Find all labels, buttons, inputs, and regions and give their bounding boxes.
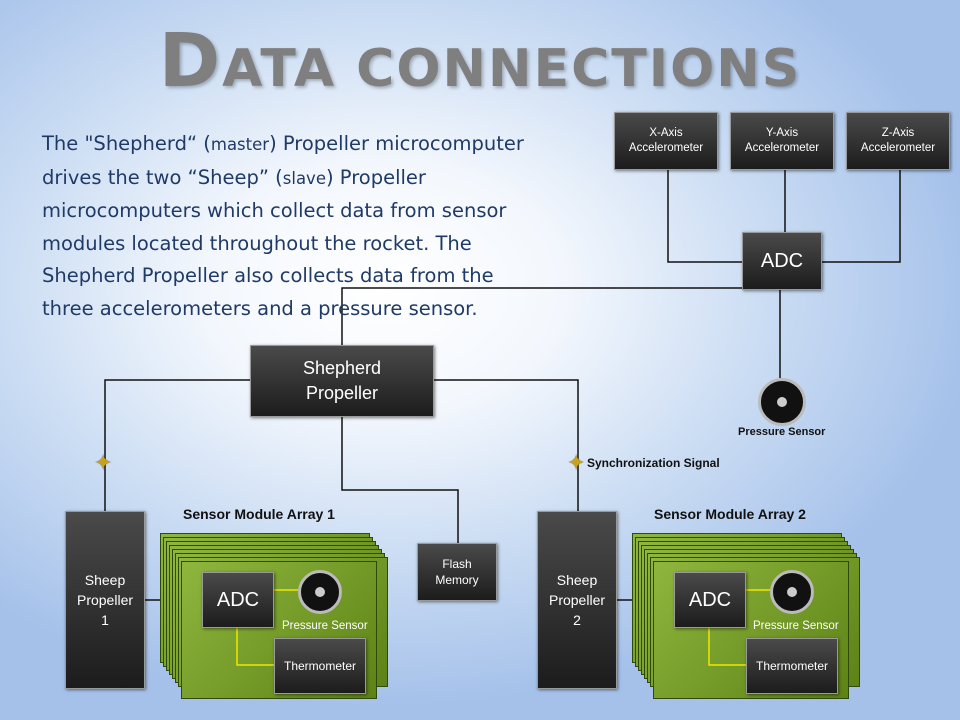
- array-1-pressure-sensor-label: Pressure Sensor: [282, 620, 368, 632]
- array-1-title: Sensor Module Array 1: [183, 506, 335, 522]
- text-line: modules located throughout the rocket. T…: [42, 231, 472, 255]
- text-line: drives the two “Sheep” (slave) Propeller: [42, 165, 426, 189]
- sync-star-icon: ✦: [567, 450, 586, 475]
- array-2-thermometer: Thermometer: [746, 638, 838, 694]
- array-2-pressure-sensor-label: Pressure Sensor: [753, 620, 839, 632]
- array-1-thermometer: Thermometer: [274, 638, 366, 694]
- page-title: DATA CONNECTIONS: [158, 18, 802, 104]
- array-1-adc: ADC: [202, 572, 274, 628]
- text-line: microcomputers which collect data from s…: [42, 199, 507, 222]
- text-line: Shepherd Propeller also collects data fr…: [42, 264, 494, 287]
- text-line: three accelerometers and a pressure sens…: [42, 296, 478, 320]
- array-1-pressure-sensor-icon: [298, 570, 342, 614]
- array-2-pressure-sensor-icon: [770, 570, 814, 614]
- pressure-sensor-icon: [758, 378, 806, 426]
- text-line: The "Shepherd“ (master) Propeller microc…: [42, 132, 524, 155]
- array-2-adc: ADC: [674, 572, 746, 628]
- array-2-title: Sensor Module Array 2: [654, 506, 806, 522]
- pressure-sensor-label: Pressure Sensor: [738, 426, 826, 438]
- synchronization-signal-label: Synchronization Signal: [587, 456, 720, 470]
- description-paragraph: The "Shepherd“ (master) Propeller microc…: [42, 128, 602, 325]
- top-adc: ADC: [742, 232, 822, 290]
- sync-star-icon: ✦: [94, 450, 113, 475]
